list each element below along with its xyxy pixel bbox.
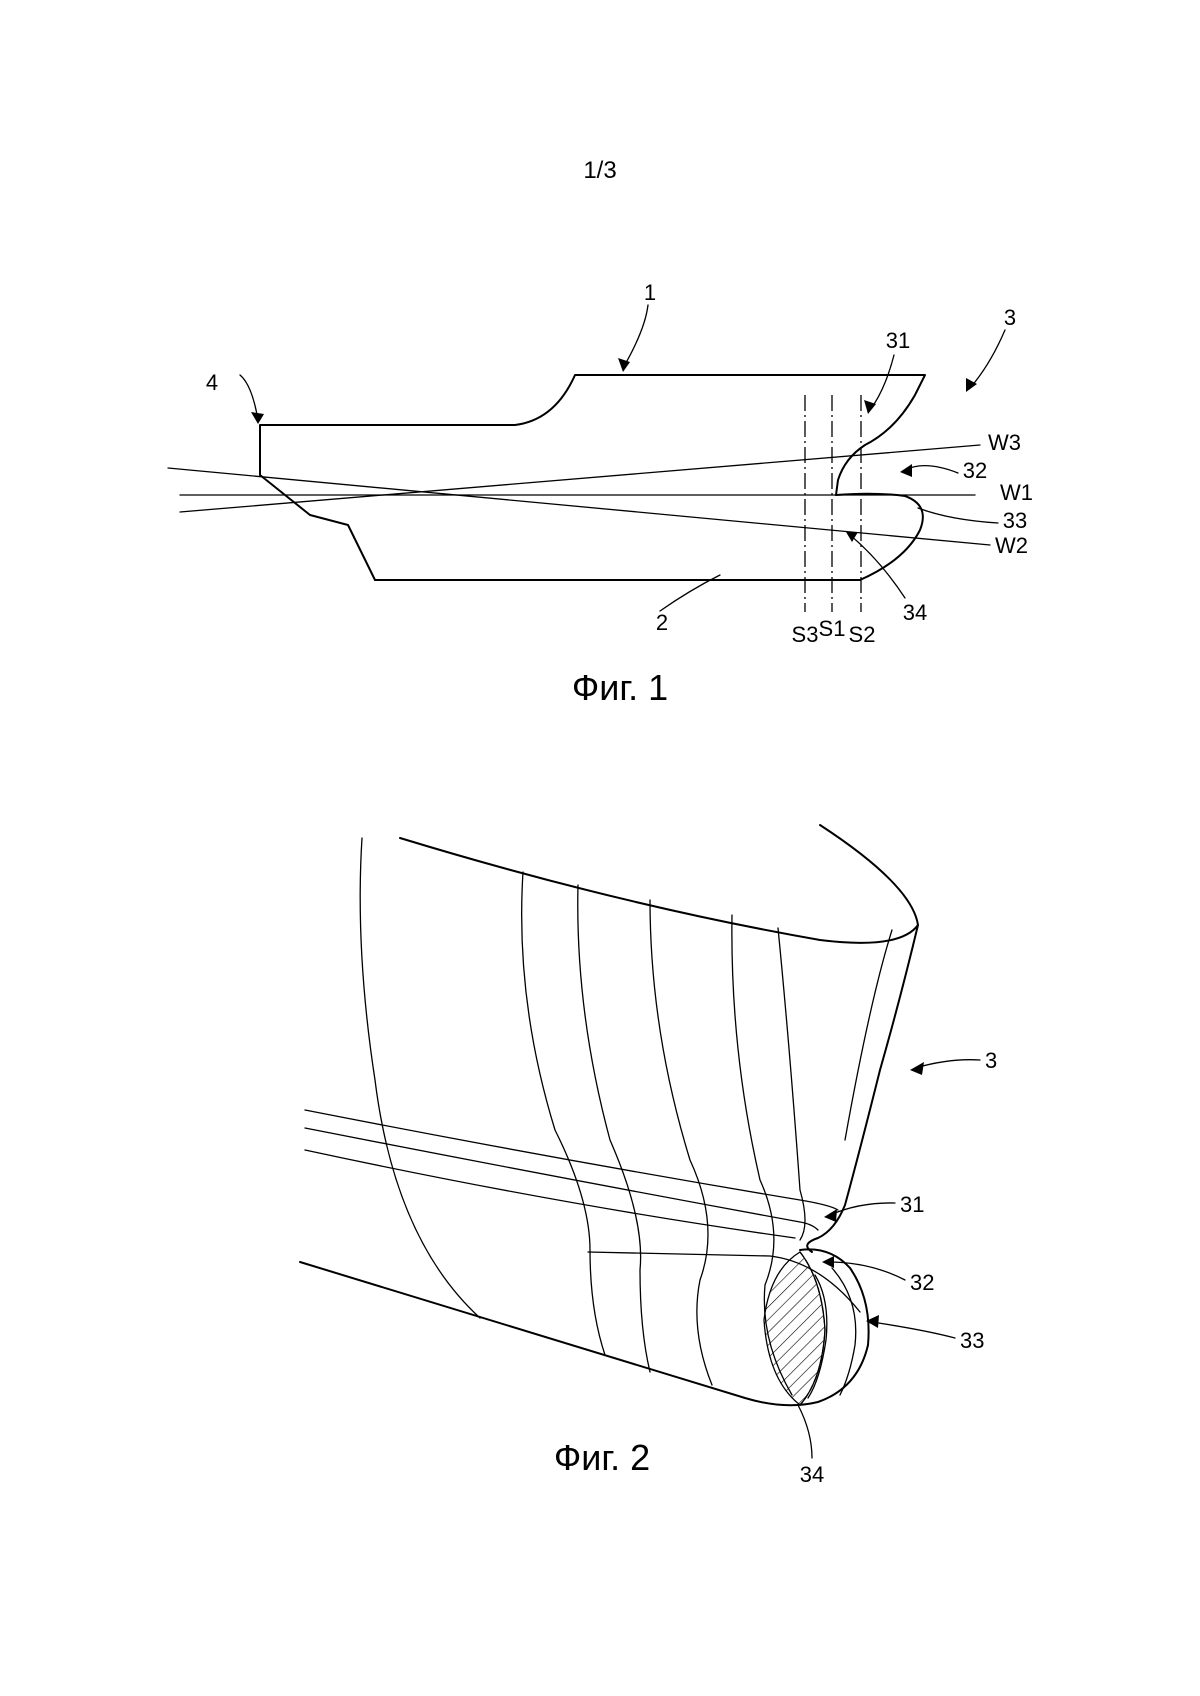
arrowhead-34	[846, 532, 858, 542]
label-32: 32	[963, 458, 987, 483]
label-3: 3	[1004, 305, 1016, 330]
frame-line-3	[649, 899, 713, 1386]
label-4: 4	[206, 370, 218, 395]
label-w1: W1	[1000, 480, 1033, 505]
label-34-fig2: 34	[800, 1462, 824, 1487]
label-w2: W2	[995, 533, 1028, 558]
perspective-waterline-1	[304, 1109, 839, 1211]
page-number: 1/3	[583, 157, 616, 184]
hatched-section-34-dashed-edge	[799, 1251, 826, 1406]
perspective-waterline-2	[304, 1127, 819, 1231]
frame-line-1	[521, 871, 606, 1356]
arrowhead-4	[251, 412, 264, 424]
label-1: 1	[644, 280, 656, 305]
leader-34-fig2	[797, 1404, 813, 1459]
bulb-guide-line	[587, 1251, 861, 1313]
label-32-fig2: 32	[910, 1270, 934, 1295]
arrowhead-32	[900, 464, 912, 477]
waterline-w3	[179, 444, 981, 513]
frame-line-2	[577, 884, 651, 1373]
arrowhead-33-fig2	[866, 1315, 879, 1328]
leader-1	[622, 304, 649, 369]
bulb-section-inner-1	[807, 1274, 828, 1399]
figure-2: 3 31 32 33 34 Фиг. 2	[299, 824, 997, 1487]
figure-2-caption: Фиг. 2	[554, 1437, 650, 1478]
label-s1: S1	[819, 616, 846, 641]
label-34: 34	[903, 600, 927, 625]
hull-upper-outline	[259, 374, 926, 496]
leader-31-fig2	[829, 1202, 896, 1216]
perspective-waterline-3	[304, 1149, 796, 1239]
arrowhead-31	[864, 400, 876, 414]
arrowhead-32-fig2	[822, 1256, 834, 1268]
label-31-fig2: 31	[900, 1192, 924, 1217]
frame-line-6	[844, 929, 893, 1141]
label-33-fig2: 33	[960, 1328, 984, 1353]
flank-curve	[359, 837, 481, 1319]
label-w3: W3	[988, 430, 1021, 455]
frame-line-5	[777, 927, 806, 1241]
leader-34	[849, 534, 906, 599]
leader-31	[869, 354, 895, 411]
waterline-w2	[167, 467, 991, 546]
figure-1-caption: Фиг. 1	[572, 667, 668, 708]
bulb-upper-edge	[374, 492, 924, 581]
stem-edge	[806, 924, 919, 1253]
bulb-section-inner-2	[831, 1267, 857, 1396]
leader-32-fig2	[827, 1261, 906, 1281]
label-2: 2	[656, 610, 668, 635]
leader-2	[659, 574, 721, 612]
keel-line	[299, 1248, 870, 1407]
leader-33-fig2	[871, 1321, 956, 1339]
arrowhead-31-fig2	[824, 1209, 837, 1222]
arrowhead-3-fig2	[910, 1062, 924, 1075]
hull-lower-outline	[259, 474, 376, 581]
leader-32	[904, 465, 959, 474]
leader-3-fig2	[914, 1059, 981, 1069]
label-s3: S3	[792, 622, 819, 647]
label-3-fig2: 3	[985, 1048, 997, 1073]
leader-33	[917, 507, 999, 524]
figure-1: 1 3 4 31 32 33 34 2 W3 W1 W2 S3 S1 S2 Фи…	[167, 280, 1033, 708]
label-s2: S2	[849, 622, 876, 647]
leader-3	[969, 329, 1006, 389]
arrowhead-1	[618, 358, 630, 372]
deck-edge	[399, 824, 919, 944]
label-33: 33	[1003, 508, 1027, 533]
arrowhead-3	[966, 378, 977, 392]
label-31: 31	[886, 328, 910, 353]
